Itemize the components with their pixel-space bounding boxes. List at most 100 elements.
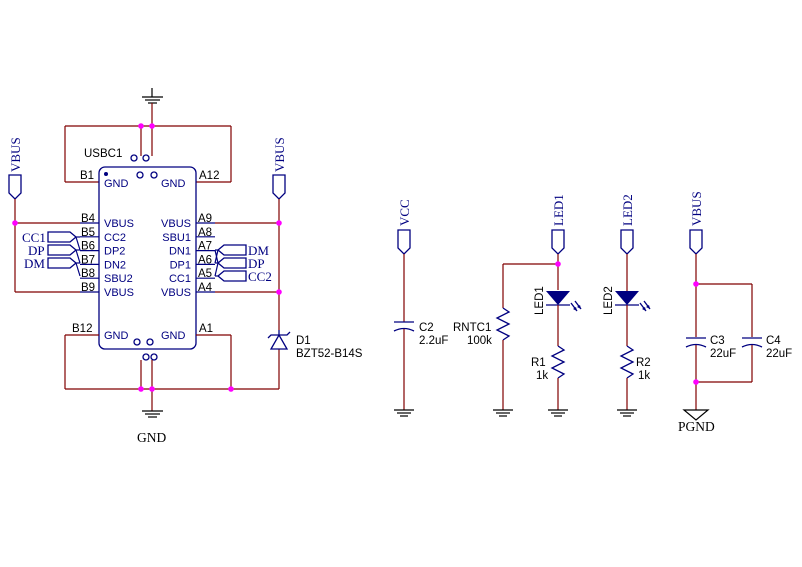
- resistor-r1: [550, 345, 566, 379]
- net-label-arrow: [216, 270, 247, 282]
- pin-name: SBU1: [162, 232, 191, 244]
- r1-value: 1k: [536, 370, 548, 382]
- rntc1-ref: RNTC1: [453, 322, 491, 334]
- pin-name: VBUS: [161, 287, 191, 299]
- led2-port-arrow: [620, 229, 634, 255]
- pin-name: DN1: [169, 246, 191, 258]
- pin-number: B6: [81, 241, 95, 253]
- shield-pad: [150, 171, 158, 179]
- resistor-r2: [619, 345, 635, 379]
- junction-dot: [276, 220, 282, 226]
- pin-number: A6: [198, 254, 212, 266]
- pin-number-b12: B12: [72, 323, 92, 335]
- shield-pad: [146, 338, 154, 346]
- pgnd-symbol: [682, 409, 710, 421]
- pin-name: VBUS: [104, 287, 134, 299]
- pin-name: VBUS: [161, 218, 191, 230]
- shield-pad: [130, 154, 138, 162]
- net-label-cc2: CC2: [248, 269, 272, 284]
- junction-dot: [149, 123, 155, 129]
- led1-ref: LED1: [534, 286, 546, 315]
- cap-plate: [741, 343, 763, 348]
- shield-pad: [150, 353, 158, 361]
- zener-diode-d1: D1 BZT52-B14S: [267, 327, 363, 360]
- pin-name: DP1: [170, 259, 191, 271]
- pin-name: VBUS: [104, 218, 134, 230]
- pin-number-a12: A12: [199, 170, 219, 182]
- junction-dot: [138, 386, 144, 392]
- cap-plate: [685, 343, 707, 348]
- vcc-c2-branch: VCC C2 2.2uF: [393, 199, 448, 417]
- junction-dot: [149, 386, 155, 392]
- vbus-port-arrow: [272, 174, 286, 200]
- c2-value: 2.2uF: [419, 335, 448, 347]
- junction-dot: [693, 281, 699, 287]
- right-net-labels: DM DP CC2: [214, 243, 272, 284]
- ground-symbol-top: [142, 88, 163, 104]
- r2-value: 1k: [638, 370, 650, 382]
- d1-ref: D1: [296, 335, 311, 347]
- pin-name: CC2: [104, 232, 126, 244]
- led2-triangle: [615, 291, 639, 305]
- usb-bottom-wiring: [64, 334, 280, 411]
- vbus-bulk-caps: VBUS C3 22uF C4 22uF PGND: [678, 191, 792, 434]
- pin-number: B4: [81, 213, 96, 225]
- pin-number-a1: A1: [199, 323, 213, 335]
- vcc-port-arrow: [397, 229, 411, 255]
- c4-value: 22uF: [766, 348, 792, 360]
- pin-number: A5: [198, 268, 212, 280]
- vbus-port-arrow: [689, 229, 703, 255]
- shield-pad: [133, 338, 141, 346]
- shield-pad: [142, 154, 150, 162]
- pin-number: A8: [198, 227, 212, 239]
- net-label-arrow: [47, 244, 78, 256]
- junction-dot: [138, 123, 144, 129]
- junction-dot: [693, 379, 699, 385]
- c2-ref: C2: [419, 322, 434, 334]
- c4-ref: C4: [766, 335, 781, 347]
- pin-number-b1: B1: [80, 170, 94, 182]
- shield-pad: [136, 171, 144, 179]
- r1-ref: R1: [531, 357, 546, 369]
- pin-name: SBU2: [104, 273, 133, 285]
- d1-value: BZT52-B14S: [296, 348, 363, 360]
- net-label-dm: DM: [248, 243, 269, 258]
- pin-name: CC1: [169, 273, 191, 285]
- net-label-arrow: [216, 257, 247, 269]
- junction-dot: [555, 261, 561, 267]
- net-label-arrow: [47, 231, 78, 243]
- vbus-port-label: VBUS: [8, 137, 23, 172]
- led1-branch: LED1 RNTC1 100k LED1 R1 1k: [453, 194, 582, 417]
- vbus-port-arrow: [8, 174, 22, 200]
- junction-dot: [12, 220, 18, 226]
- usb-connector-body: [98, 166, 197, 350]
- pin-name-gnd: GND: [161, 330, 186, 342]
- pin-name-gnd: GND: [104, 330, 129, 342]
- pin-name: DN2: [104, 259, 126, 271]
- net-label-dp: DP: [248, 256, 265, 271]
- usb-top-wiring: [64, 103, 232, 183]
- led1-port-label: LED1: [551, 194, 566, 226]
- left-vbus-net: VBUS: [8, 137, 80, 293]
- net-label-arrow: [216, 244, 247, 256]
- c3-ref: C3: [710, 335, 725, 347]
- vcc-port-label: VCC: [397, 199, 412, 226]
- diode-triangle: [269, 333, 289, 350]
- pin-number: B5: [81, 227, 95, 239]
- ground-symbol-bottom: [142, 410, 163, 418]
- pin-number: B7: [81, 254, 95, 266]
- pin-number: A9: [198, 213, 212, 225]
- pin-name-gnd: GND: [161, 178, 186, 190]
- net-label-dm: DM: [24, 256, 45, 271]
- net-label-arrow: [47, 257, 78, 269]
- pgnd-label: PGND: [678, 419, 715, 434]
- pin-name-gnd: GND: [104, 178, 129, 190]
- c3-value: 22uF: [710, 348, 736, 360]
- r2-ref: R2: [636, 357, 651, 369]
- pin-name: DP2: [104, 246, 125, 258]
- led1-triangle: [546, 291, 570, 305]
